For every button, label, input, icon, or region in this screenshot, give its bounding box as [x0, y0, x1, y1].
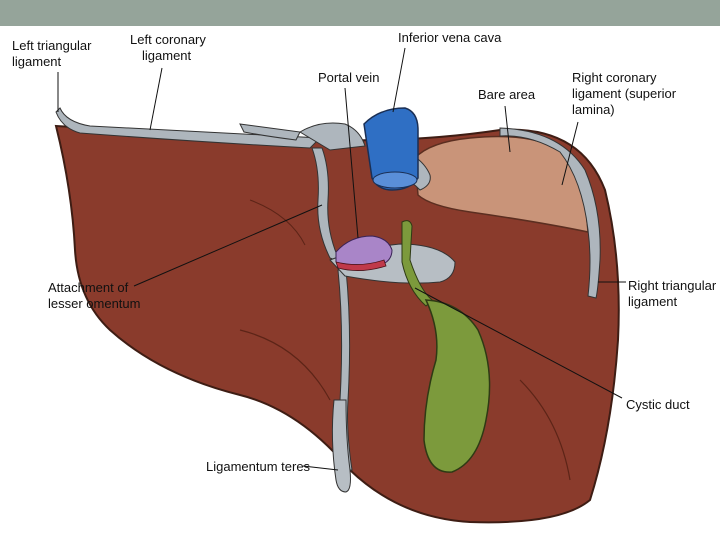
label-left-coronary-1: Left coronary [130, 32, 206, 47]
ligamentum-teres [331, 399, 351, 493]
liver-contour-2 [519, 379, 571, 481]
label-right-coronary-1: Right coronary [572, 70, 657, 85]
label-left-coronary-2: ligament [142, 48, 192, 63]
label-portal-vein: Portal vein [318, 70, 379, 85]
label-cystic-duct: Cystic duct [626, 397, 690, 412]
label-right-triangular-2: ligament [628, 294, 678, 309]
header-bar [0, 0, 720, 26]
left-coronary-ligament-flap [239, 123, 301, 141]
leader-ivc [392, 47, 406, 113]
leader-left-coronary [149, 67, 163, 131]
leader-right-coronary [561, 121, 579, 186]
leader-lesser-omentum [133, 204, 323, 287]
leader-bare-area [504, 105, 511, 153]
label-lesser-omentum-1: Attachment of [48, 280, 129, 295]
label-right-triangular-1: Right triangular [628, 278, 717, 293]
label-ligamentum-teres: Ligamentum teres [206, 459, 311, 474]
leader-ligamentum-teres [302, 465, 339, 471]
gallbladder [423, 299, 491, 473]
label-lesser-omentum-2: lesser omentum [48, 296, 140, 311]
leader-cystic-duct [414, 287, 623, 399]
hepatic-artery [335, 259, 387, 271]
ivc-opening [372, 171, 418, 189]
label-ivc: Inferior vena cava [398, 30, 502, 45]
bile-duct [401, 220, 433, 307]
label-bare-area: Bare area [478, 87, 536, 102]
liver-contour-3 [249, 199, 306, 246]
liver-contour-1 [239, 329, 331, 401]
right-coronary-ligament [499, 127, 601, 299]
label-right-coronary-3: lamina) [572, 102, 615, 117]
leader-portal-vein [344, 87, 359, 239]
label-left-triangular-2: ligament [12, 54, 62, 69]
label-right-coronary-2: ligament (superior [572, 86, 677, 101]
label-left-triangular-1: Left triangular [12, 38, 92, 53]
